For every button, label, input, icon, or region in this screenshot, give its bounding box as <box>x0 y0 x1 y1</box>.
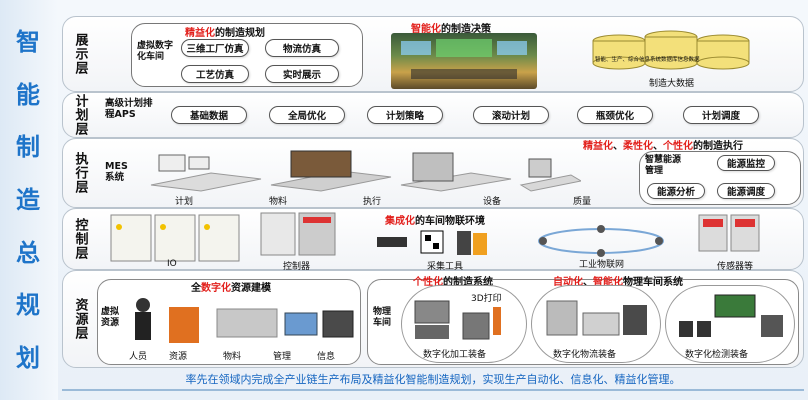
control-item-iot: 工业物联网 <box>579 260 625 270</box>
control-item-controller: 控制器 <box>283 262 311 272</box>
smart-decision-title: 智能化的制造决策 <box>411 24 491 35</box>
exec-item-equipment: 设备 <box>483 197 502 207</box>
sim-3d-button[interactable]: 三维工厂仿真 <box>181 39 249 57</box>
logistics-equipment <box>546 300 647 336</box>
exec-item-quality: 质量 <box>573 197 592 207</box>
bigdata-small-caption: 智能、生产、综合信息系统数据库信息数据 <box>595 57 700 63</box>
layer-label: 资源层 <box>72 298 88 340</box>
iot-title: 集成化的车间物联环境 <box>385 216 485 227</box>
virtual-item-material: 物料 <box>223 352 242 362</box>
lean-planning-title: 精益化的制造规划 <box>185 28 265 39</box>
control-room-screens <box>401 39 527 79</box>
physical-workshop-label: 物理车间 <box>373 307 392 328</box>
layer-label: 展示层 <box>72 33 88 75</box>
process-sim-button[interactable]: 工艺仿真 <box>181 65 249 83</box>
footer-caption: 率先在领域内完成全产业链生产布局及精益化智能制造规划，实现生产自动化、信息化、精… <box>185 373 681 386</box>
layer-label: 计划层 <box>72 94 88 136</box>
control-layer: 控制层 IO 控制器 集成化的车间物联环境 采集工具 <box>62 208 804 272</box>
realtime-display-button[interactable]: 实时展示 <box>265 65 339 83</box>
control-item-io: IO <box>167 259 177 269</box>
digital-modeling-title: 全数字化资源建模 <box>191 283 271 294</box>
bigdata-cylinders-image <box>589 27 751 71</box>
controller-image <box>259 211 339 257</box>
exec-title: 精益化、柔性化、个性化的制造执行 <box>583 141 743 152</box>
side-title-char: 制 <box>16 133 40 162</box>
plan-pill-basic-data[interactable]: 基础数据 <box>171 106 247 124</box>
virtual-resource-label: 虚拟资源 <box>101 307 120 328</box>
energy-monitor-button[interactable]: 能源监控 <box>717 155 775 171</box>
equip-inspection: 数字化检测装备 <box>685 350 749 360</box>
plan-pill-global-opt[interactable]: 全局优化 <box>269 106 345 124</box>
virtual-workshop-label: 虚拟数字化车间 <box>137 41 174 62</box>
exec-item-plan: 计划 <box>175 197 194 207</box>
inspection-image <box>675 293 787 341</box>
sensor <box>698 214 760 252</box>
equip-machining: 数字化加工装备 <box>423 350 487 360</box>
mes-label: MES系统 <box>105 161 128 184</box>
display-layer: 展示层 精益化的制造规划 虚拟数字化车间 三维工厂仿真 物流仿真 工艺仿真 实时… <box>62 16 804 92</box>
side-title-char: 造 <box>16 185 40 214</box>
controller <box>260 212 336 256</box>
layer-label: 执行层 <box>72 152 88 194</box>
side-title-char: 智 <box>16 28 40 56</box>
plan-pill-strategy[interactable]: 计划策略 <box>367 106 443 124</box>
virtual-item-resource: 资源 <box>169 352 188 362</box>
side-title-char: 总 <box>16 238 40 267</box>
virtual-item-info: 信息 <box>317 352 336 362</box>
side-title-char: 规 <box>16 291 40 320</box>
io-modules <box>110 214 240 262</box>
exec-item-execution: 执行 <box>363 197 382 207</box>
layer-label: 控制层 <box>72 218 88 260</box>
network-icon <box>538 225 664 257</box>
personalized-system-title: 个性化的制造系统 <box>413 277 493 288</box>
energy-dispatch-button[interactable]: 能源调度 <box>717 183 775 199</box>
control-room-image <box>391 33 537 89</box>
plan-pill-scheduling[interactable]: 计划调度 <box>683 106 759 124</box>
qr-scanner <box>377 230 487 255</box>
database-icon <box>592 30 750 70</box>
mes-scene <box>150 150 583 192</box>
equip-logistics: 数字化物流装备 <box>553 350 617 360</box>
iot-network-image <box>531 221 671 257</box>
control-item-sensor: 传感器等 <box>717 262 754 272</box>
virtual-resource-image <box>125 293 357 347</box>
footer-divider <box>62 389 804 391</box>
bigdata-label: 制造大数据 <box>649 79 695 89</box>
side-title-char: 能 <box>16 80 40 109</box>
io-modules-image <box>107 213 247 263</box>
plan-pill-rolling[interactable]: 滚动计划 <box>473 106 549 124</box>
automation-title: 自动化、智能化物理车间系统 <box>553 277 683 288</box>
plan-pill-bottleneck[interactable]: 瓶颈优化 <box>577 106 653 124</box>
cnc-machines <box>414 300 501 340</box>
virtual-resources <box>135 298 354 343</box>
virtual-item-management: 管理 <box>273 352 292 362</box>
plan-layer: 计划层 高级计划排程APS 基础数据 全局优化 计划策略 滚动计划 瓶颈优化 计… <box>62 92 804 138</box>
collector-image <box>373 229 513 257</box>
side-title-char: 划 <box>16 343 40 372</box>
side-title: 智 能 制 造 总 规 划 <box>6 30 50 370</box>
exec-layer: 执行层 MES系统 计划 物料 执行 设备 质量 精益化、柔性化、个性化的制造执… <box>62 138 804 208</box>
sensor-image <box>679 213 779 253</box>
machining-image <box>413 295 517 341</box>
mes-scene-image <box>141 145 583 193</box>
print3d-label: 3D打印 <box>471 294 502 304</box>
energy-analysis-button[interactable]: 能源分析 <box>647 183 705 199</box>
logistics-sim-button[interactable]: 物流仿真 <box>265 39 339 57</box>
logistics-image <box>543 295 651 341</box>
virtual-item-personnel: 人员 <box>129 352 148 362</box>
aps-label: 高级计划排程APS <box>105 98 153 121</box>
energy-label: 智慧能源管理 <box>645 155 682 176</box>
control-item-collector: 采集工具 <box>427 262 464 272</box>
side-background <box>0 0 58 400</box>
resource-layer: 资源层 全数字化资源建模 虚拟资源 人员 资源 物料 管理 信息 物理车间 个性… <box>62 270 804 368</box>
inspection-equipment <box>679 294 783 337</box>
exec-item-material: 物料 <box>269 197 288 207</box>
